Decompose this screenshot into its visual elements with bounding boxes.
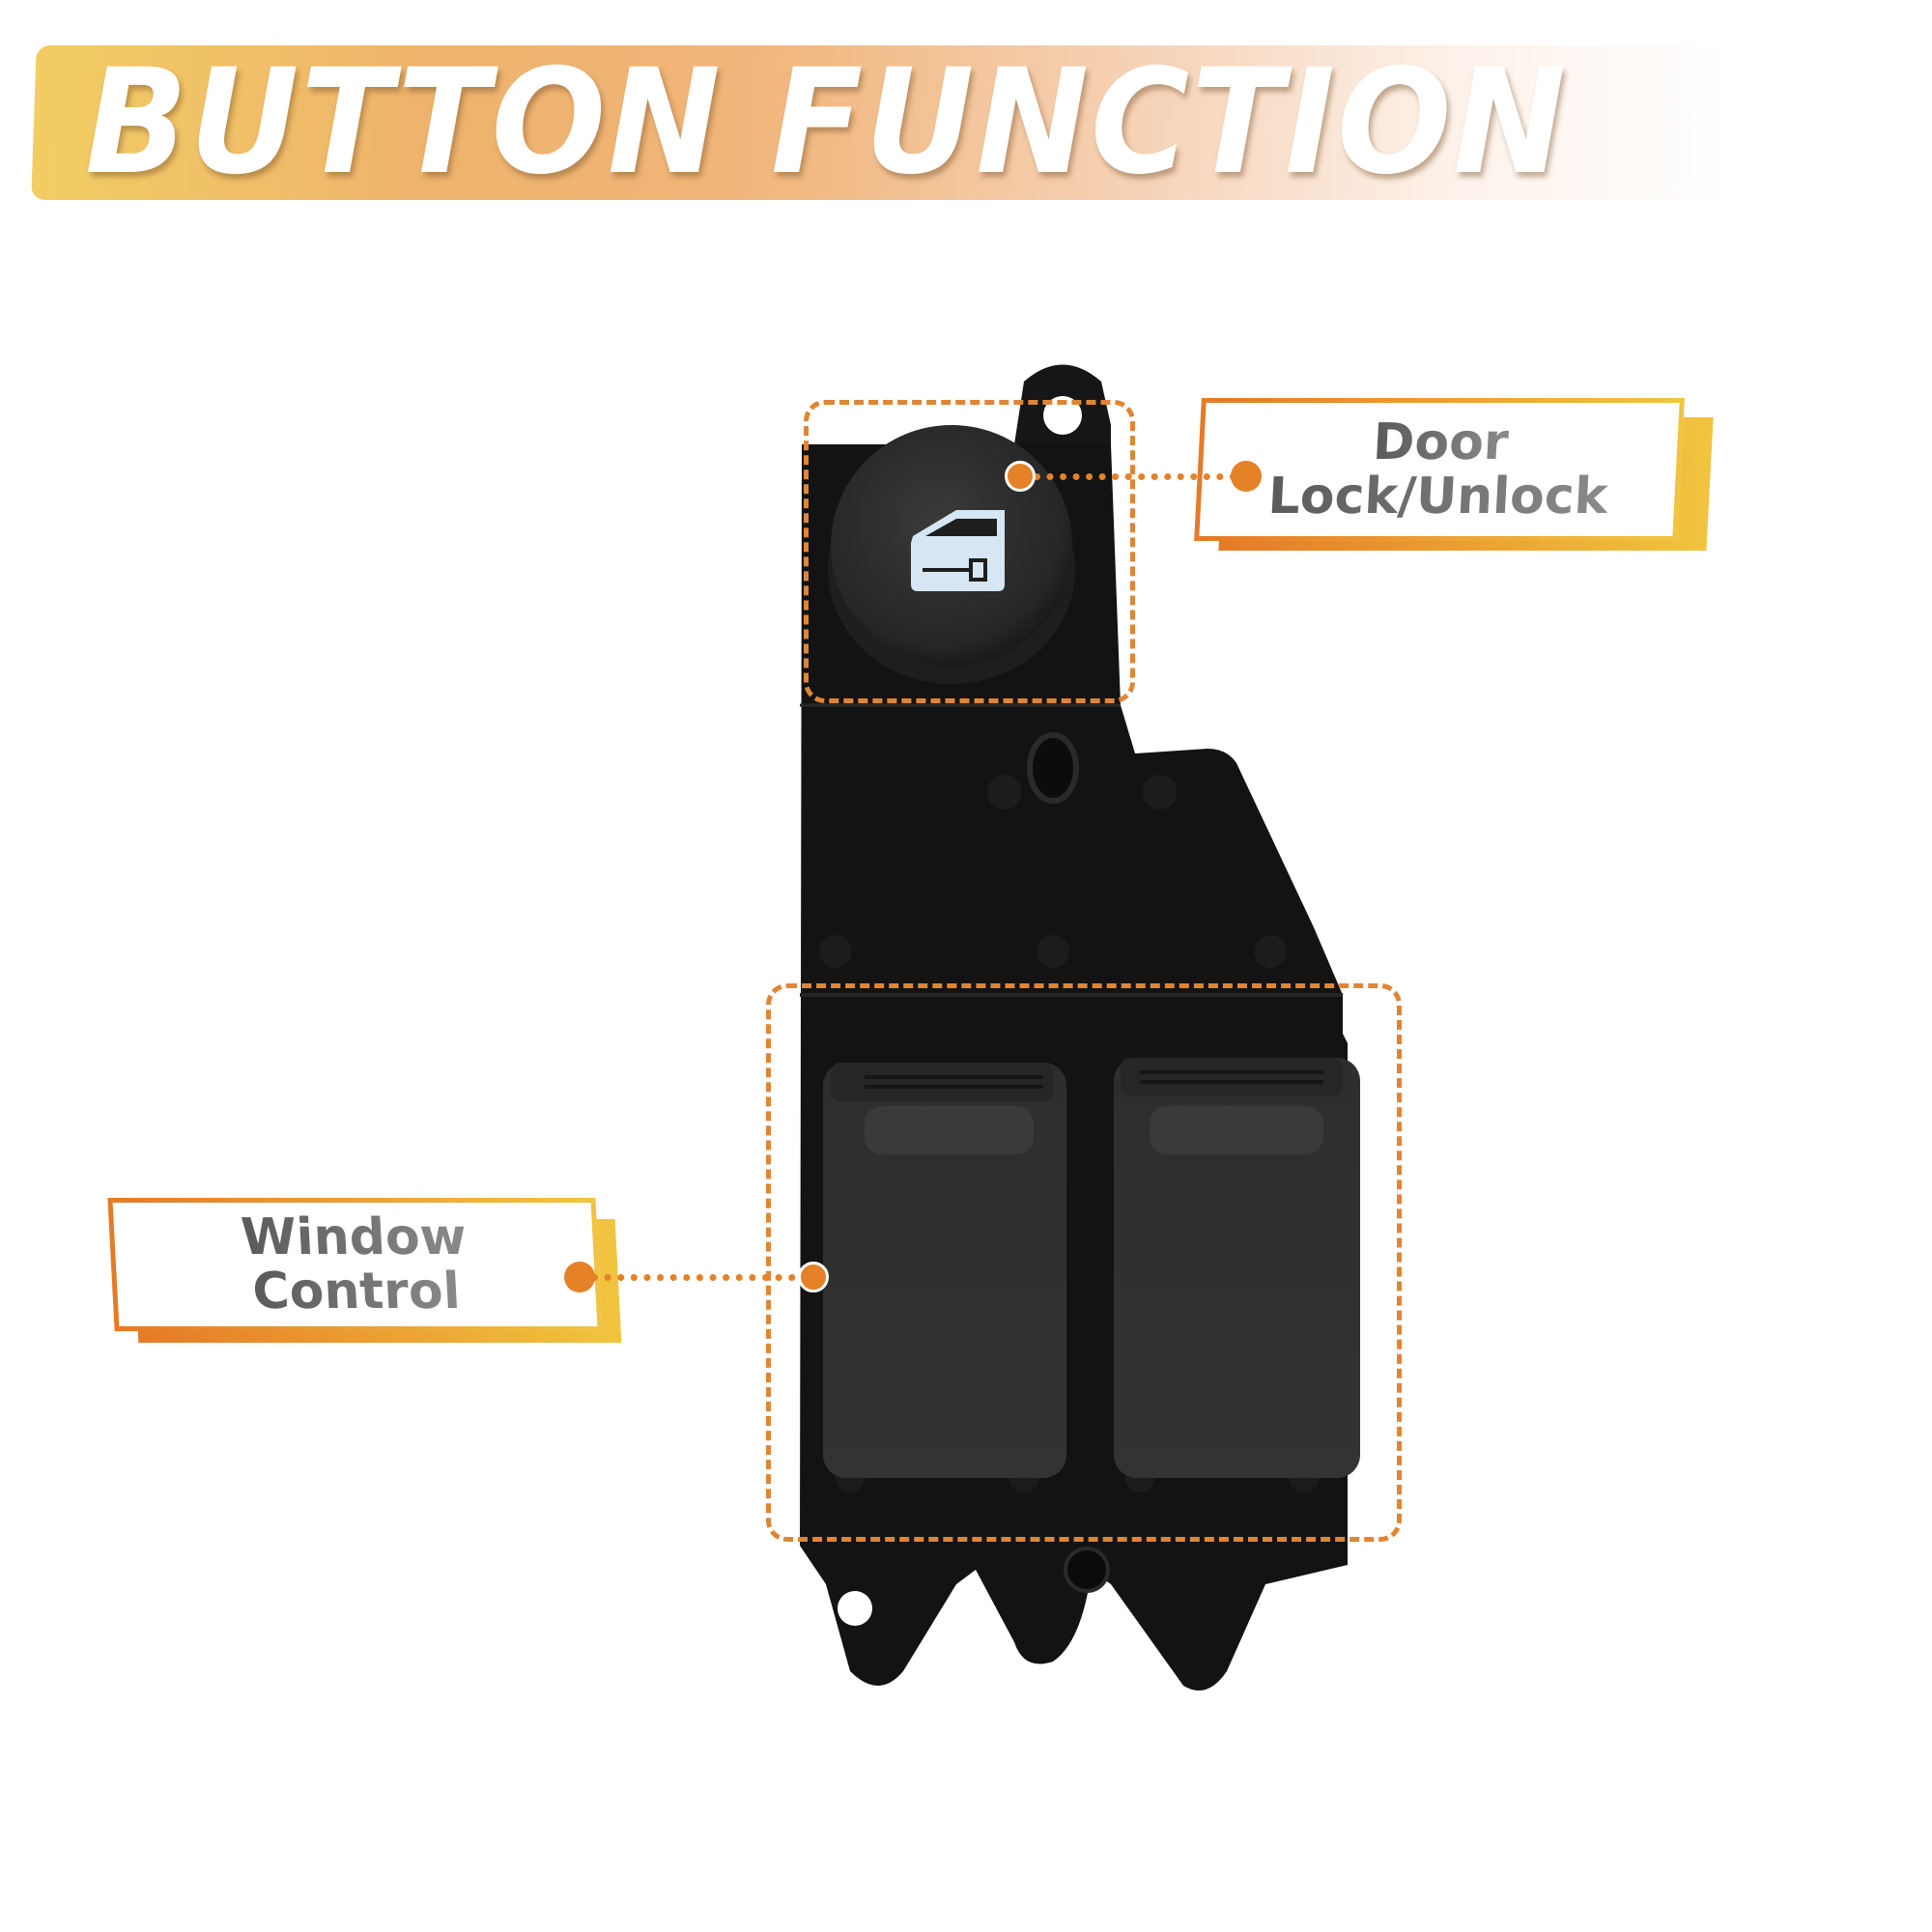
- window-control-label-line2: Control: [250, 1263, 463, 1321]
- window-control-highlight: [766, 983, 1402, 1542]
- window-control-anchor-dot: [798, 1262, 829, 1293]
- top-mount-tab: [1014, 364, 1111, 454]
- window-rocker-left: [823, 1063, 1066, 1478]
- door-lock-label-line2: Lock/Unlock: [1266, 468, 1609, 526]
- window-control-label-dot: [564, 1262, 595, 1293]
- window-control-label-line1: Window: [239, 1208, 469, 1266]
- page-title: BUTTON FUNCTION: [85, 39, 1569, 207]
- door-lock-leader-line: [1034, 473, 1236, 480]
- door-lock-highlight: [804, 400, 1135, 703]
- door-lock-label-line1: Door: [1371, 413, 1511, 471]
- window-control-label: Window Control: [107, 1198, 603, 1331]
- door-key-icon: [911, 510, 1005, 591]
- door-lock-label: Door Lock/Unlock: [1194, 398, 1685, 541]
- window-rocker-right: [1114, 1058, 1360, 1478]
- door-lock-label-dot: [1231, 461, 1262, 492]
- window-control-leader-line: [591, 1274, 809, 1281]
- door-lock-anchor-dot: [1005, 461, 1036, 492]
